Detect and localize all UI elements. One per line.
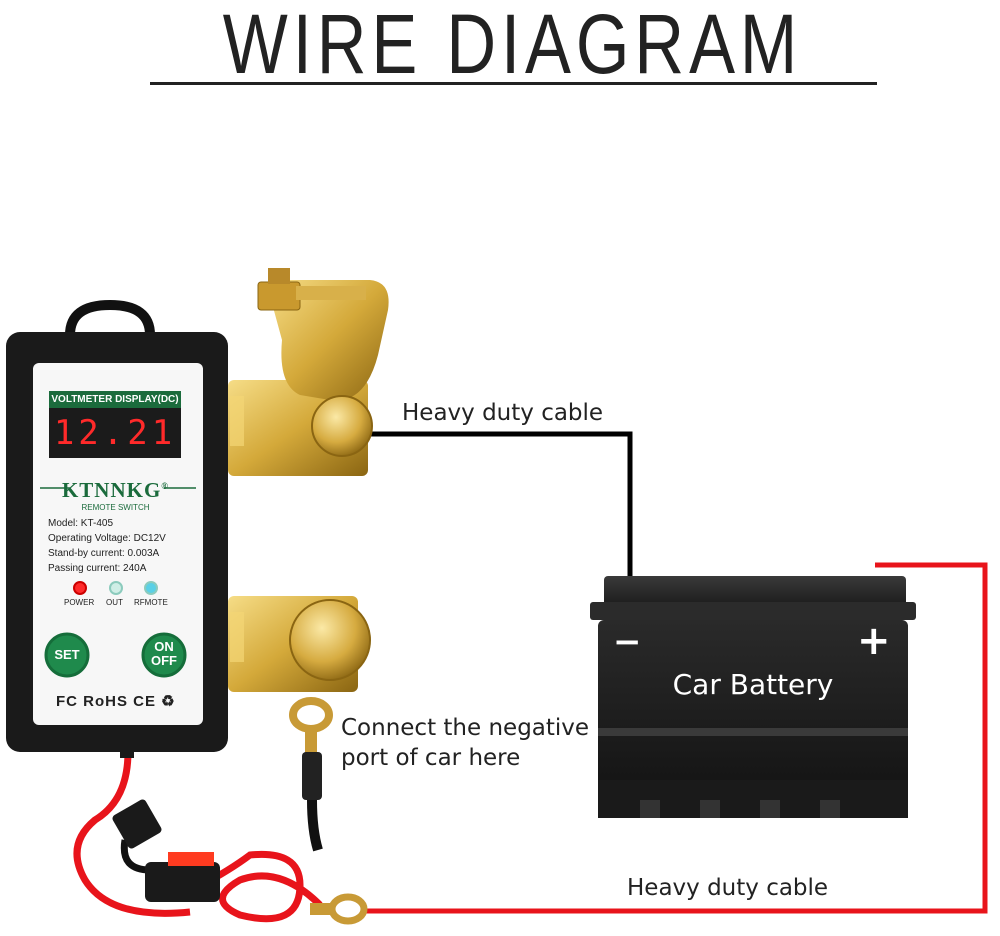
negative-heavy-duty-cable — [370, 431, 633, 590]
spec-operating-voltage: Operating Voltage: DC12V — [48, 533, 166, 544]
on-off-label-off: OFF — [151, 653, 177, 668]
top-cable-label: Heavy duty cable — [402, 400, 604, 426]
device-subtitle: REMOTE SWITCH — [81, 503, 150, 512]
car-battery-icon — [590, 576, 916, 818]
brand-mark: ® — [161, 481, 170, 491]
spec-standby-current: Stand-by current: 0.003A — [48, 548, 160, 559]
on-off-label-on: ON — [154, 639, 174, 654]
brand-name: KTNNKG — [61, 478, 162, 502]
bottom-cable-label: Heavy duty cable — [627, 875, 829, 901]
remote-switch-device — [6, 299, 228, 758]
negative-port-label-line1: Connect the negative — [341, 715, 590, 741]
title-underline — [150, 82, 877, 85]
certification-marks: FC RoHS CE ♻ — [56, 693, 176, 710]
battery-negative-sign: − — [613, 622, 642, 662]
positive-heavy-duty-cable — [365, 562, 988, 914]
voltmeter-display-header: VOLTMETER DISPLAY(DC) — [49, 391, 181, 408]
fuse-holder-icon — [73, 751, 368, 925]
voltmeter-display-value: 12.21 — [49, 408, 181, 458]
spec-model: Model: KT-405 — [48, 518, 114, 529]
battery-terminal-clamp-icon — [228, 268, 389, 692]
battery-positive-sign: + — [857, 618, 891, 664]
device-brand: KTNNKG® — [58, 478, 173, 503]
led-label-power: POWER — [64, 598, 95, 607]
page-title: WIRE DIAGRAM — [222, 0, 803, 91]
led-label-rfmote: RFMOTE — [134, 598, 168, 607]
ring-terminal-icon — [289, 697, 333, 852]
set-button[interactable]: SET — [54, 647, 80, 662]
spec-passing-current: Passing current: 240A — [48, 563, 147, 574]
car-battery-label: Car Battery — [672, 668, 834, 701]
led-label-out: OUT — [106, 598, 123, 607]
negative-port-label-line2: port of car here — [341, 745, 521, 771]
on-off-button[interactable]: ON OFF — [143, 640, 185, 668]
